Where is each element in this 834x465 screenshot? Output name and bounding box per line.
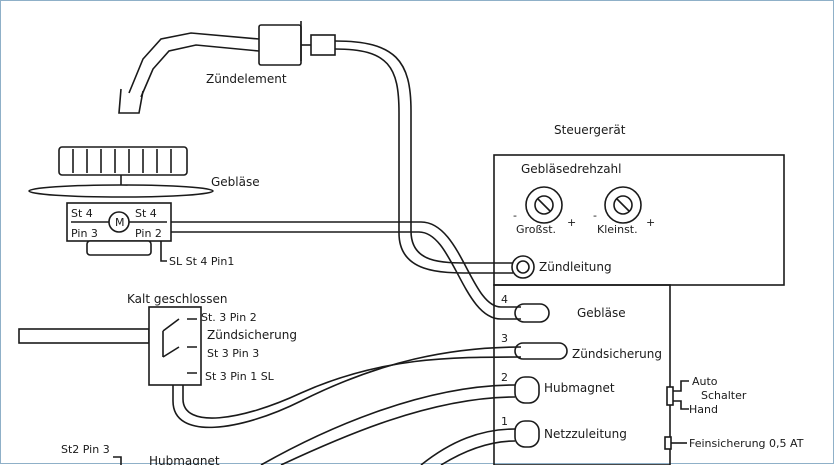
label-geblaesedrehzahl: Gebläsedrehzahl [521, 162, 622, 176]
label-hubmagnet-right: Hubmagnet [544, 381, 615, 395]
label-schalter: Schalter [701, 389, 747, 402]
label-geblaese-right: Gebläse [577, 306, 626, 320]
terminal-2 [514, 376, 540, 404]
ignition-cable-inner [334, 48, 513, 274]
label-kalt-geschlossen: Kalt geschlossen [127, 292, 228, 306]
thermostat-rod [18, 328, 150, 344]
solenoid-cable-outer [260, 384, 516, 465]
mains-cable-inner [440, 440, 516, 465]
motor-pin3: Pin 3 [71, 227, 98, 240]
label-netzzuleitung: Netzzuleitung [544, 427, 627, 441]
fan-base-plate [28, 184, 214, 198]
label-st3-pin1-sl: St 3 Pin 1 SL [205, 370, 275, 383]
label-hand: Hand [689, 403, 718, 416]
terminal-4-number: 4 [501, 293, 508, 306]
controller-lower-box [493, 284, 671, 465]
label-st2-pin3: St2 Pin 3 [61, 443, 110, 456]
igniter-connector [310, 34, 336, 56]
motor-st4-right: St 4 [135, 207, 157, 220]
igniter-element: Zündelement [118, 21, 336, 114]
blower-cable-outer [171, 221, 521, 308]
thermostat-cable-outer [172, 346, 522, 429]
knob-plus-2: + [646, 216, 655, 229]
label-grossst: Großst. [516, 223, 556, 236]
terminal-4 [514, 303, 550, 323]
ignition-cable-outer [334, 40, 513, 264]
terminal-3-number: 3 [501, 332, 508, 345]
label-st3-pin2: St. 3 Pin 2 [201, 311, 257, 324]
fan-wheel [58, 146, 188, 176]
solenoid-cable-inner [280, 396, 516, 465]
igniter-tip [118, 88, 144, 114]
auto-hand-switch[interactable] [666, 386, 674, 406]
speed-knob-max[interactable]: - + [513, 186, 576, 229]
label-zuendleitung: Zündleitung [539, 260, 612, 274]
fine-fuse [664, 436, 672, 450]
label-feinsicherung: Feinsicherung 0,5 AT [689, 437, 804, 450]
igniter-rod [128, 32, 260, 94]
blower-fan: Gebläse [28, 146, 260, 198]
label-sl-st4-pin1: SL St 4 Pin1 [169, 255, 234, 268]
motor-st4-left: St 4 [71, 207, 93, 220]
label-st3-pin3: St 3 Pin 3 [207, 347, 259, 360]
motor-pin2: Pin 2 [135, 227, 162, 240]
terminal-1 [514, 420, 540, 448]
igniter-body [258, 24, 302, 66]
label-hubmagnet-bottom: Hubmagnet [149, 454, 220, 465]
mains-cable-outer [420, 428, 516, 465]
terminal-3 [514, 342, 568, 360]
label-zuendsicherung-right: Zündsicherung [572, 347, 662, 361]
label-auto: Auto [692, 375, 718, 388]
label-kleinst: Kleinst. [597, 223, 638, 236]
label-steuergeraet: Steuergerät [554, 123, 626, 137]
terminal-2-number: 2 [501, 371, 508, 384]
knob-plus-1: + [567, 216, 576, 229]
knob-minus-2: - [593, 209, 597, 222]
label-zuendsicherung-left: Zündsicherung [207, 328, 297, 342]
label-geblaese-top: Gebläse [211, 175, 260, 189]
motor-m: M [115, 216, 125, 229]
thermostat-switch [148, 306, 202, 386]
blower-motor: M St 4 St 4 Pin 3 Pin 2 SL St 4 Pin1 [66, 202, 234, 268]
ignition-terminal [511, 255, 535, 279]
knob-minus-1: - [513, 209, 517, 222]
terminal-1-number: 1 [501, 415, 508, 428]
label-zuendelement: Zündelement [206, 72, 287, 86]
thermostat-cable-inner [182, 356, 522, 419]
blower-cable-inner [171, 231, 521, 320]
speed-knob-min[interactable]: - + [593, 186, 655, 229]
